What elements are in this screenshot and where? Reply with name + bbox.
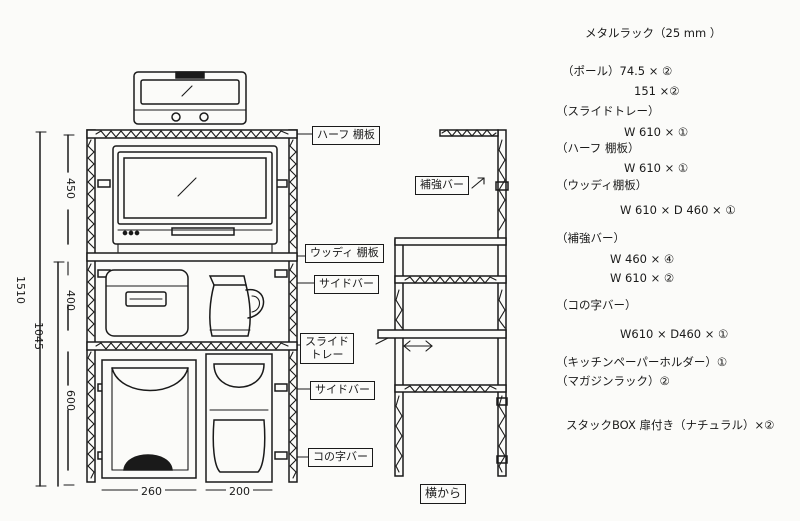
callout-slide-tray: スライド トレー: [300, 333, 354, 365]
parts-item-pole-2: 151 ×②: [634, 84, 680, 98]
parts-item-pole-1: （ポール）74.5 × ②: [562, 64, 673, 78]
leader-lines: [296, 133, 315, 458]
dim-width-left: 260: [138, 486, 165, 497]
callout-side-bar-2: サイドバー: [310, 381, 375, 400]
callout-u-bar: コの字バー: [308, 448, 373, 467]
stack-box-left: [101, 359, 197, 479]
dim-width-right: 200: [226, 486, 253, 497]
microwave: [112, 145, 278, 253]
parts-item-woody-shelf-size: W 610 × D 460 × ①: [620, 203, 736, 217]
side-view: [375, 129, 509, 477]
callout-woody-shelf: ウッディ 棚板: [305, 244, 384, 263]
parts-item-slide-tray: （スライドトレー）: [556, 104, 660, 118]
parts-item-reinforce-bar-460: W 460 × ④: [610, 252, 675, 266]
rice-cooker: [105, 269, 189, 337]
callout-slide-tray-line2: トレー: [310, 347, 344, 361]
callout-side-view: 横から: [420, 484, 467, 504]
parts-item-magazine-rack: （マガジンラック）②: [556, 374, 670, 388]
parts-item-reinforce-bar-610: W 610 × ②: [610, 271, 675, 285]
callout-half-shelf: ハーフ 棚板: [312, 126, 380, 145]
dim-middle-section: 400: [64, 290, 77, 311]
parts-item-half-shelf: （ハーフ 棚板）: [556, 141, 640, 155]
parts-item-u-bar-size: W610 × D460 × ①: [620, 327, 729, 341]
parts-item-paper-holder: （キッチンペーパーホルダー）①: [556, 355, 728, 369]
parts-item-woody-shelf: （ウッディ棚板）: [556, 178, 648, 192]
parts-item-u-bar: （コの字バー）: [556, 298, 637, 312]
parts-item-half-shelf-size: W 610 × ①: [624, 161, 689, 175]
parts-item-stack-box: スタックBOX 扉付き（ナチュラル）×②: [566, 418, 775, 432]
callout-slide-tray-line1: スライド: [305, 335, 349, 348]
callout-side-bar-1: サイドバー: [314, 275, 379, 294]
callout-reinforce-bar: 補強バー: [415, 176, 469, 195]
dim-total-height: 1510: [14, 276, 27, 304]
parts-item-reinforce-bar: （補強バー）: [556, 231, 625, 245]
parts-item-slide-tray-size: W 610 × ①: [624, 125, 689, 139]
dim-top-section: 450: [64, 178, 77, 199]
parts-list-title: メタルラック（25 mm ）: [585, 26, 722, 40]
toaster: [133, 71, 247, 125]
stack-box-right: [205, 353, 273, 483]
dim-lower-height: 1045: [32, 322, 45, 350]
kettle: [208, 275, 265, 337]
dim-bottom-section: 600: [64, 390, 77, 411]
